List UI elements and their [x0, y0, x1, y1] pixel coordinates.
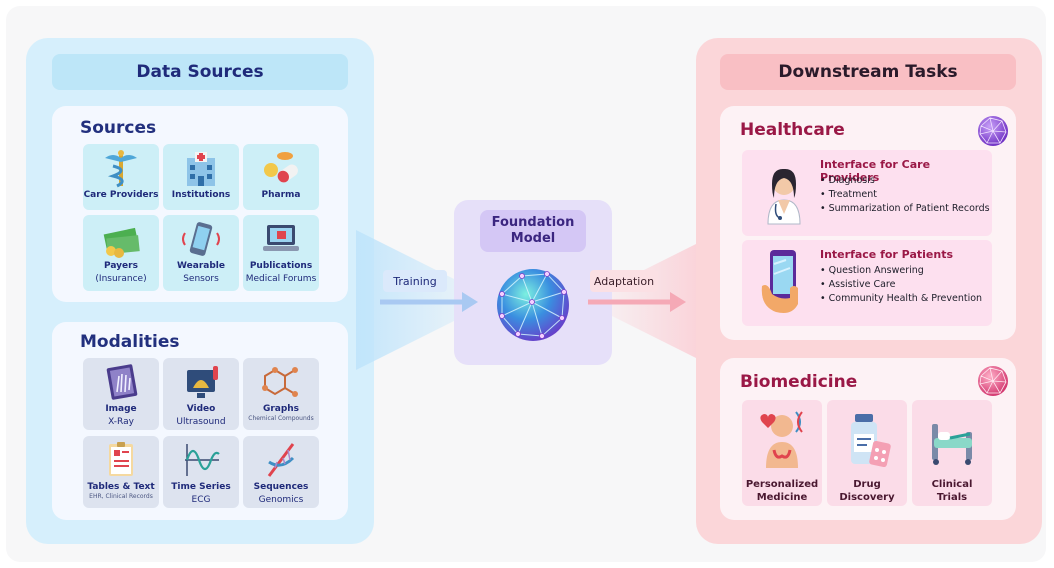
ultrasound-icon: [187, 366, 218, 398]
hospital-icon: [187, 152, 215, 186]
downstream-tasks-header: Downstream Tasks: [720, 54, 1016, 90]
modality-label: Time Series: [171, 482, 231, 492]
sources-title: Sources: [80, 118, 157, 138]
pills-icon: [264, 152, 298, 183]
personalized-medicine-icon: [760, 411, 803, 468]
bio-label: Drug Discovery: [827, 478, 907, 504]
source-care-providers: Care Providers: [83, 144, 159, 210]
modality-sublabel: EHR, Clinical Records: [89, 493, 153, 500]
bio-label-line2: Discovery: [839, 492, 895, 503]
modalities-title: Modalities: [80, 332, 180, 352]
patients-interface: Interface for Patients Question Answerin…: [742, 240, 992, 326]
modality-image: Image X-Ray: [83, 358, 159, 430]
caduceus-icon: [105, 150, 137, 188]
modality-label: Image: [105, 404, 137, 414]
care-providers-list: Diagnosis Treatment Summarization of Pat…: [820, 174, 990, 216]
modality-label: Tables & Text: [87, 482, 155, 492]
bio-label-line2: Medicine: [756, 492, 808, 503]
adaptation-label: Adaptation: [590, 270, 658, 292]
molecule-icon: [262, 367, 298, 397]
biomedicine-title: Biomedicine: [740, 372, 858, 392]
modality-label: Video: [186, 404, 216, 414]
bio-label-line1: Clinical: [931, 479, 973, 490]
bio-personalized-medicine: Personalized Medicine: [742, 400, 822, 506]
training-arrow: [380, 292, 478, 312]
patient-item-community: Community Health & Prevention: [820, 292, 982, 306]
modality-label: Sequences: [253, 482, 309, 492]
clipboard-icon: [109, 442, 133, 476]
patient-item-assistive: Assistive Care: [820, 278, 982, 292]
modality-label-2: ECG: [191, 495, 211, 505]
waveform-icon: [185, 444, 220, 476]
data-sources-header: Data Sources: [52, 54, 348, 90]
source-payers: Payers (Insurance): [83, 215, 159, 291]
bio-label: Personalized Medicine: [742, 478, 822, 504]
source-label: Care Providers: [83, 190, 159, 200]
source-label: Publications: [249, 261, 313, 271]
network-sphere-purple-icon: [978, 116, 1008, 146]
care-providers-interface: Interface for Care Providers Diagnosis T…: [742, 150, 992, 236]
foundation-model-line1: Foundation: [491, 215, 575, 230]
training-label: Training: [383, 270, 447, 292]
source-label-2: (Insurance): [95, 274, 147, 284]
laptop-icon: [263, 225, 299, 251]
bio-label: Clinical Trials: [912, 478, 992, 504]
modality-sublabel: Chemical Compounds: [248, 415, 314, 422]
modality-label-2: X-Ray: [108, 417, 134, 427]
network-sphere-pink-icon: [978, 366, 1008, 396]
modality-video: Video Ultrasound: [163, 358, 239, 430]
source-label: Pharma: [261, 190, 301, 200]
source-label: Institutions: [171, 190, 231, 200]
modality-graphs: Graphs Chemical Compounds: [243, 358, 319, 430]
care-item-summarization: Summarization of Patient Records: [820, 202, 990, 216]
source-label-2: Sensors: [183, 274, 219, 284]
modality-tables: Tables & Text EHR, Clinical Records: [83, 436, 159, 508]
drug-bottle-icon: [851, 414, 891, 468]
source-wearables: Wearable Sensors: [163, 215, 239, 291]
bio-drug-discovery: Drug Discovery: [827, 400, 907, 506]
dna-icon: [267, 443, 295, 477]
modality-label-2: Genomics: [258, 495, 304, 505]
source-institutions: Institutions: [163, 144, 239, 210]
foundation-model-line2: Model: [510, 231, 556, 246]
modality-label: Graphs: [262, 404, 300, 414]
foundation-model-label: Foundation Model: [480, 210, 586, 252]
patients-title: Interface for Patients: [820, 248, 953, 261]
source-publications: Publications Medical Forums: [243, 215, 319, 291]
hospital-bed-icon: [932, 424, 972, 465]
phone-hand-icon: [761, 250, 798, 313]
healthcare-title: Healthcare: [740, 120, 845, 140]
care-item-diagnosis: Diagnosis: [820, 174, 990, 188]
patients-list: Question Answering Assistive Care Commun…: [820, 264, 982, 306]
source-pharma: Pharma: [243, 144, 319, 210]
bio-clinical-trials: Clinical Trials: [912, 400, 992, 506]
smartphone-icon: [182, 222, 220, 256]
adaptation-arrow: [588, 292, 686, 312]
care-item-treatment: Treatment: [820, 188, 990, 202]
patient-item-qa: Question Answering: [820, 264, 982, 278]
source-label: Wearable: [177, 261, 225, 271]
doctor-icon: [767, 168, 801, 225]
modality-label-2: Ultrasound: [176, 417, 226, 427]
source-label: Payers: [104, 261, 138, 271]
money-icon: [103, 227, 140, 258]
xray-icon: [106, 364, 138, 400]
modality-time-series: Time Series ECG: [163, 436, 239, 508]
bio-label-line2: Trials: [936, 492, 968, 503]
source-label-2: Medical Forums: [245, 274, 317, 284]
bio-label-line1: Drug: [853, 479, 881, 490]
modality-sequences: Sequences Genomics: [243, 436, 319, 508]
network-sphere-icon: [497, 269, 569, 341]
bio-label-line1: Personalized: [745, 479, 819, 490]
